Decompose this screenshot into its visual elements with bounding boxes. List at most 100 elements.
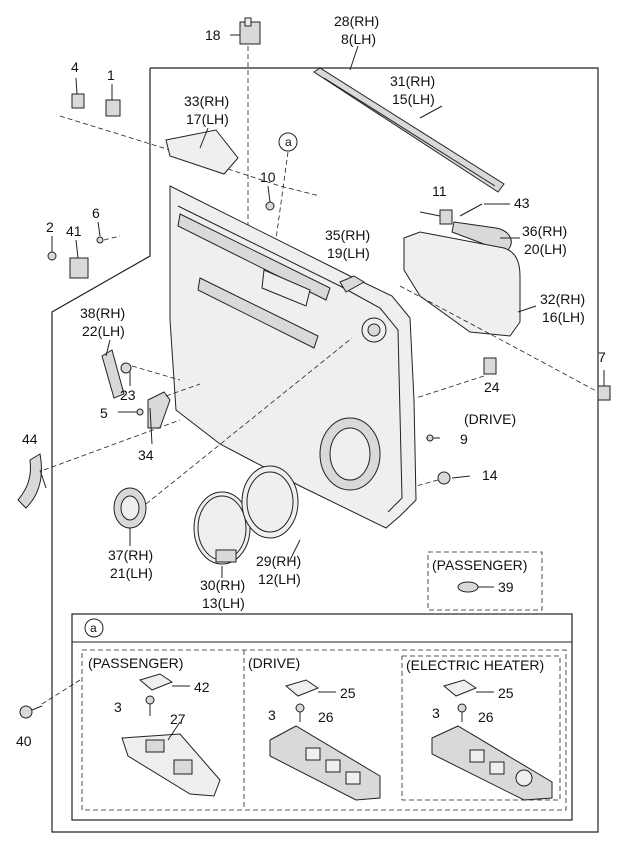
- callout-circle-a-top: [278, 132, 298, 152]
- part-1-clip: [105, 84, 121, 117]
- label-3-b: 3: [268, 707, 276, 723]
- label-sub-heater: (ELECTRIC HEATER): [406, 657, 544, 673]
- label-42: 42: [194, 679, 210, 695]
- part-41-bracket: [69, 239, 89, 279]
- part-44-strip: [17, 419, 181, 509]
- main-door-trim-panel: [169, 185, 417, 529]
- part-34-bracket: [147, 383, 201, 429]
- label-40: 40: [16, 733, 32, 749]
- part-labels: 18 28(RH) 8(LH) 4 1 31(RH) 15(LH) 33(RH)…: [16, 13, 606, 749]
- part-3-screw-c: [457, 703, 467, 722]
- label-16: 16(LH): [542, 309, 585, 325]
- label-24: 24: [484, 379, 500, 395]
- part-6-screw: [96, 221, 121, 244]
- label-2: 2: [46, 219, 54, 235]
- label-15: 15(LH): [392, 91, 435, 107]
- label-13: 13(LH): [202, 595, 245, 611]
- label-26-b: 26: [478, 709, 494, 725]
- heater-sub-box: [401, 655, 561, 801]
- label-9: 9: [460, 431, 468, 447]
- label-8: 8(LH): [341, 31, 376, 47]
- label-38: 38(RH): [80, 305, 125, 321]
- part-40-fastener: [19, 679, 81, 719]
- part-9-screw: [426, 434, 440, 442]
- label-33: 33(RH): [184, 93, 229, 109]
- label-25-a: 25: [340, 685, 356, 701]
- label-43: 43: [514, 195, 530, 211]
- label-31: 31(RH): [390, 73, 435, 89]
- part-37-speaker-ring: [113, 337, 353, 529]
- part-4-clip: [71, 77, 85, 109]
- label-22: 22(LH): [82, 323, 125, 339]
- part-10-screw: [265, 185, 275, 211]
- label-3-c: 3: [432, 705, 440, 721]
- label-3-a: 3: [114, 699, 122, 715]
- part-26-switch-heater: [431, 725, 553, 801]
- callout-circle-a-box: [84, 618, 104, 638]
- part-38-bezel: [101, 349, 125, 399]
- part-23-clip: [120, 362, 181, 381]
- part-14-fastener: [415, 471, 471, 487]
- part-28-weatherstrip: [313, 45, 505, 193]
- label-20: 20(LH): [524, 241, 567, 257]
- part-29-speaker: [241, 465, 301, 561]
- label-passenger-39: (PASSENGER): [432, 557, 527, 573]
- label-30: 30(RH): [200, 577, 245, 593]
- part-39-plug: [457, 581, 479, 593]
- label-a-box: a: [90, 621, 97, 635]
- label-a-top: a: [285, 135, 292, 149]
- part-2-screw: [47, 236, 57, 261]
- part-24-clip: [415, 357, 497, 399]
- label-39: 39: [498, 579, 514, 595]
- part-33-cover: [165, 127, 239, 175]
- part-7-clip: [597, 370, 611, 401]
- label-12: 12(LH): [258, 571, 301, 587]
- label-5: 5: [100, 405, 108, 421]
- label-19: 19(LH): [327, 245, 370, 261]
- part-42-cover: [138, 673, 190, 691]
- label-4: 4: [71, 59, 79, 75]
- label-10: 10: [260, 169, 276, 185]
- label-41: 41: [66, 223, 82, 239]
- label-14: 14: [482, 467, 498, 483]
- part-11-clip: [439, 209, 453, 225]
- label-36: 36(RH): [522, 223, 567, 239]
- label-6: 6: [92, 205, 100, 221]
- label-25-b: 25: [498, 685, 514, 701]
- passenger-39-box: [427, 551, 543, 611]
- part-30-speaker-grille: [193, 491, 251, 565]
- assembly-frame: [51, 67, 599, 833]
- label-sub-drive: (DRIVE): [248, 655, 300, 671]
- label-28: 28(RH): [334, 13, 379, 29]
- label-32: 32(RH): [540, 291, 585, 307]
- part-25-cover-drive: [284, 679, 336, 697]
- label-sub-passenger: (PASSENGER): [88, 655, 183, 671]
- label-26-a: 26: [318, 709, 334, 725]
- part-3-screw-b: [295, 703, 305, 722]
- part-25-cover-heater: [442, 679, 494, 697]
- detail-inner-box: [81, 649, 567, 811]
- part-27-panel: [121, 721, 221, 797]
- label-37: 37(RH): [108, 547, 153, 563]
- label-44: 44: [22, 431, 38, 447]
- part-3-screw-a: [145, 695, 155, 716]
- part-43-screw: [459, 203, 510, 217]
- label-1: 1: [107, 67, 115, 83]
- label-21: 21(LH): [110, 565, 153, 581]
- detail-a-box: [71, 613, 573, 821]
- label-24-drive: (DRIVE): [464, 411, 516, 427]
- label-35: 35(RH): [325, 227, 370, 243]
- label-17: 17(LH): [186, 111, 229, 127]
- label-7: 7: [598, 349, 606, 365]
- label-29: 29(RH): [256, 553, 301, 569]
- label-27: 27: [170, 711, 186, 727]
- part-32-upper-panel: [403, 231, 537, 337]
- leader-lines: [39, 211, 520, 578]
- label-23: 23: [120, 387, 136, 403]
- part-35-handle: [339, 275, 365, 293]
- label-34: 34: [138, 447, 154, 463]
- label-11: 11: [432, 183, 447, 199]
- label-18: 18: [205, 27, 221, 43]
- part-26-switch-drive: [269, 725, 381, 801]
